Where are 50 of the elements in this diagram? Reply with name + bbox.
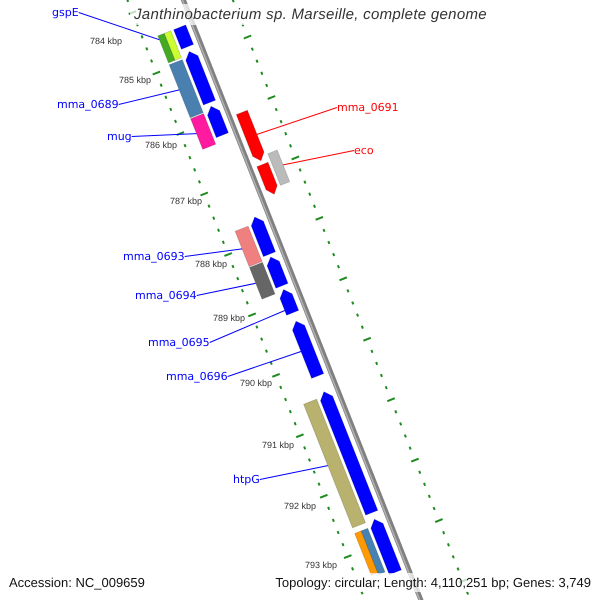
leader-line — [131, 133, 197, 137]
scale-label: 787 kbp — [170, 196, 202, 207]
leader-line — [227, 351, 302, 377]
scale-label: 791 kbp — [262, 440, 294, 451]
gene-feature — [280, 288, 300, 316]
scale-label: 789 kbp — [213, 313, 246, 324]
gene-feature — [256, 162, 278, 195]
leader-line — [196, 282, 256, 296]
gene-feature — [234, 226, 263, 268]
gene-feature — [303, 398, 366, 528]
scale-label: 785 kbp — [119, 75, 152, 86]
gene-feature — [267, 149, 290, 186]
gene-label: eco — [354, 144, 374, 157]
gene-label: mma_0693 — [123, 250, 185, 263]
gene-label: mma_0694 — [135, 289, 197, 302]
leader-line — [78, 12, 160, 40]
gene-label: htpG — [233, 473, 260, 486]
gene-feature — [320, 391, 378, 516]
scale-label: 788 kbp — [195, 259, 228, 270]
gene-feature — [168, 59, 204, 118]
gene-feature — [173, 24, 194, 50]
gene-feature — [207, 106, 229, 138]
leader-line — [184, 248, 243, 257]
gene-feature — [236, 110, 264, 162]
leader-line — [118, 89, 180, 105]
gene-label: mug — [107, 130, 132, 143]
gene-feature — [190, 113, 216, 150]
gene-feature — [266, 256, 289, 289]
gene-label: mma_0691 — [337, 101, 399, 114]
gene-label: mma_0689 — [57, 98, 119, 111]
leader-line — [209, 310, 286, 343]
gene-feature — [248, 262, 276, 300]
gene-feature — [185, 50, 216, 106]
gene-label: mma_0696 — [166, 370, 228, 383]
scale-label: 786 kbp — [145, 140, 178, 151]
scale-label: 793 kbp — [305, 560, 338, 571]
leader-line — [256, 107, 338, 135]
gene-feature — [360, 528, 386, 576]
gene-label: mma_0695 — [148, 336, 210, 349]
scale-label: 784 kbp — [90, 36, 122, 47]
gene-feature — [292, 320, 324, 379]
leader-line — [282, 150, 354, 166]
gene-label: gspE — [52, 6, 79, 19]
gene-feature — [250, 216, 276, 258]
gene-feature — [157, 32, 176, 64]
scale-label: 792 kbp — [284, 501, 316, 512]
scale-label: 790 kbp — [240, 378, 272, 389]
gene-feature — [164, 30, 182, 61]
leader-line — [259, 465, 328, 480]
gene-feature — [370, 518, 402, 576]
